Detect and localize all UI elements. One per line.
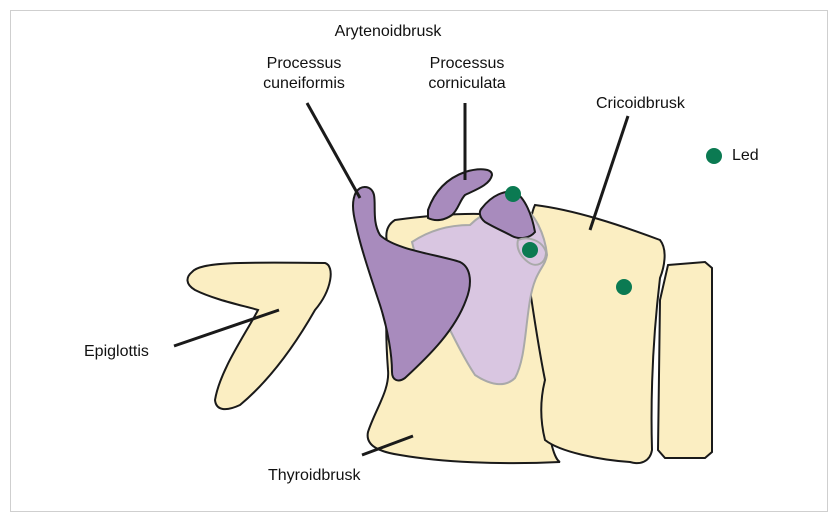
label-arytenoid: Arytenoidbrusk bbox=[318, 22, 458, 41]
pointer-line-cricoid bbox=[590, 116, 628, 230]
legend-joint-dot bbox=[706, 148, 722, 164]
label-cricoid: Cricoidbrusk bbox=[596, 94, 685, 113]
label-corniculata-line1: Processus bbox=[408, 54, 526, 73]
legend-joint-label: Led bbox=[732, 146, 759, 165]
label-corniculata-line2: corniculata bbox=[408, 74, 526, 93]
label-cuneiformis-line1: Processus bbox=[244, 54, 364, 73]
joint-dot-2 bbox=[522, 242, 538, 258]
label-thyroid: Thyroidbrusk bbox=[268, 466, 360, 485]
epiglottis-shape bbox=[187, 263, 330, 410]
cricoid-posterior-block bbox=[658, 262, 712, 458]
pointer-line-cuneiformis bbox=[307, 103, 360, 198]
joint-dot-3 bbox=[616, 279, 632, 295]
label-cuneiformis-line2: cuneiformis bbox=[244, 74, 364, 93]
label-epiglottis: Epiglottis bbox=[84, 342, 149, 361]
joint-dot-1 bbox=[505, 186, 521, 202]
